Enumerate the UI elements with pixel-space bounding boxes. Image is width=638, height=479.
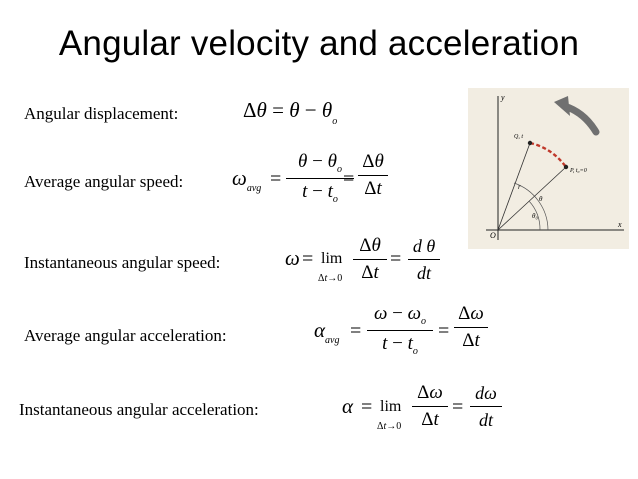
- theta-label: θ: [539, 195, 543, 203]
- rotation-arrow-head: [554, 96, 570, 116]
- slide-title: Angular velocity and acceleration: [58, 24, 580, 63]
- equals-sign: =: [361, 396, 373, 418]
- particle-path: [529, 141, 567, 168]
- equals-sign: =: [343, 168, 355, 190]
- origin-label: O: [490, 231, 496, 240]
- instantaneous-omega: ω: [285, 246, 300, 270]
- radius-label: r: [518, 183, 521, 191]
- equals-sign: =: [390, 248, 402, 270]
- limit-operator: lim: [321, 250, 343, 267]
- average-angular-speed-fraction: θ − θo t − to: [286, 152, 354, 205]
- equals-sign: =: [350, 320, 362, 342]
- equals-sign: =: [302, 248, 314, 270]
- average-angular-speed-label: Average angular speed:: [24, 172, 184, 191]
- p-point-label: P, t₀=0: [569, 168, 587, 174]
- q-point-label: Q, t: [514, 134, 523, 140]
- delta-theta-over-delta-t: Δθ Δt: [353, 236, 387, 283]
- radius-line-q: [497, 142, 531, 231]
- y-axis-label: y: [500, 93, 505, 102]
- equals-sign: =: [452, 396, 464, 418]
- instantaneous-angular-acceleration-label: Instantaneous angular acceleration:: [19, 400, 259, 419]
- theta0-arc: [528, 200, 541, 231]
- point-q: [527, 140, 533, 146]
- point-p: [563, 164, 569, 170]
- theta0-label: θ₀: [532, 212, 538, 220]
- rotation-diagram: y x O θ₀ θ r Q, t P, t₀=0: [468, 88, 629, 249]
- radius-line-p: [497, 166, 567, 231]
- d-theta-over-dt: d θ dt: [408, 236, 440, 283]
- equals-sign: =: [438, 320, 450, 342]
- instantaneous-angular-speed-label: Instantaneous angular speed:: [24, 253, 221, 272]
- delta-omega-over-delta-t: Δω Δt: [412, 383, 448, 430]
- instantaneous-alpha: α: [342, 394, 354, 418]
- limit-subscript: Δt→0: [377, 421, 402, 432]
- limit-subscript: Δt→0: [318, 273, 343, 284]
- equals-sign: =: [270, 168, 282, 190]
- delta-omega-over-delta-t: Δω Δt: [454, 304, 488, 351]
- figure-background: [468, 88, 629, 249]
- alpha-avg: αavg: [314, 318, 340, 346]
- delta-theta-over-delta-t: Δθ Δt: [358, 152, 388, 199]
- average-angular-acceleration-label: Average angular acceleration:: [24, 326, 227, 345]
- limit-operator: lim: [380, 398, 402, 415]
- x-axis-label: x: [617, 220, 622, 229]
- average-angular-acceleration-fraction: ω − ωo t − to: [367, 304, 433, 357]
- theta-arc: [513, 182, 549, 231]
- angular-displacement-label: Angular displacement:: [24, 104, 179, 123]
- average-angular-speed-omega: ωavg: [232, 166, 262, 194]
- angular-displacement-equation: Δθ = θ − θo: [243, 98, 338, 127]
- d-omega-over-dt: dω dt: [470, 383, 502, 430]
